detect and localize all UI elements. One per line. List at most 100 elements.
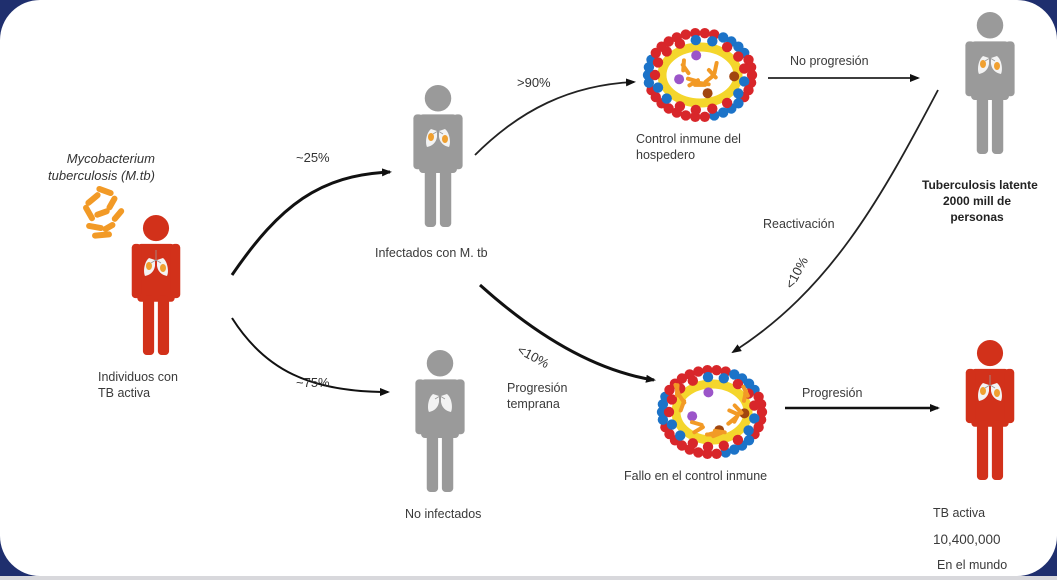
not-infected-label: No infectados: [405, 507, 482, 521]
immune-cell: [749, 413, 760, 424]
immune-cell: [666, 419, 678, 430]
immune-cell-accent: [687, 411, 698, 422]
immune-cell: [674, 38, 686, 49]
immune-cell: [729, 444, 740, 455]
latent-label: Tuberculosis latente 2000 mill de person…: [922, 177, 1038, 225]
immune-cell: [729, 369, 740, 380]
granuloma-control-icon: [642, 28, 758, 123]
immune-cell: [663, 36, 674, 47]
bacterium: [741, 384, 750, 398]
immune-cell: [674, 101, 686, 112]
immune-cell: [661, 93, 672, 104]
immune-cell: [739, 63, 750, 74]
arrow-to-not-infected: [231, 317, 390, 396]
arrow-early-progression: [478, 283, 656, 383]
bacterium: [703, 73, 716, 84]
immune-cell: [756, 406, 768, 418]
immune-cell: [666, 394, 678, 405]
early-progression-line2: temprana: [507, 397, 560, 411]
latent-label-line3: personas: [950, 210, 1004, 224]
immune-cell: [732, 434, 744, 446]
immune-cell: [743, 425, 754, 436]
immune-cell: [711, 448, 722, 459]
immune-cell: [675, 430, 686, 441]
source-label-line2: TB activa: [98, 386, 151, 400]
immune-cell: [739, 76, 750, 87]
bacterium: [696, 80, 711, 87]
bottom-strip: [0, 576, 1057, 580]
immune-cell: [733, 51, 744, 62]
bacteria-icon: [83, 185, 125, 239]
immune-cell: [718, 32, 729, 43]
bacterium: [673, 382, 681, 397]
immune-cell-accent: [691, 50, 702, 61]
immune-cell: [687, 438, 698, 449]
bacterium: [711, 430, 725, 439]
bacterium: [689, 420, 704, 427]
active-scope: En el mundo: [937, 558, 1008, 572]
bacterium: [680, 62, 691, 76]
immune-cell: [746, 69, 758, 81]
immune-cell-accent: [729, 71, 740, 82]
early-progression-label: Progresión temprana: [507, 380, 567, 412]
active-label: TB activa: [933, 506, 986, 520]
immune-cell: [690, 34, 701, 46]
immune-cell: [707, 36, 718, 47]
immune-cell: [680, 29, 691, 40]
reactivation-label: Reactivación: [763, 217, 835, 231]
immune-cell: [652, 82, 664, 93]
immune-cell: [649, 69, 661, 81]
immune-cell: [680, 110, 691, 121]
no-progression-label: No progresión: [790, 54, 869, 68]
active-count: 10,400,000: [933, 532, 1001, 547]
immune-cell: [693, 366, 704, 377]
immune-cell: [718, 440, 729, 451]
person-infected-icon: [413, 85, 463, 227]
bacterium: [707, 429, 721, 437]
early-progression-line1: Progresión: [507, 381, 568, 395]
immune-cell: [676, 373, 688, 384]
person-active-world-icon: [965, 340, 1015, 480]
bacteria-label-line2: tuberculosis (M.tb): [48, 168, 155, 183]
immune-cell: [699, 28, 710, 39]
person-active-source-icon: [131, 215, 181, 355]
bacteria-label-line1: Mycobacterium: [66, 151, 155, 166]
immune-cell-accent: [703, 387, 714, 398]
control-label: Control inmune del hospedero: [636, 131, 741, 163]
immune-cell: [721, 41, 733, 53]
bacterium: [692, 425, 705, 435]
immune-cell: [687, 375, 698, 386]
edge-label-90: >90%: [517, 75, 551, 90]
immune-cell: [749, 400, 760, 411]
immune-cell: [733, 88, 744, 99]
immune-cell: [657, 414, 669, 425]
immune-cell: [718, 373, 729, 384]
immune-cell: [699, 111, 710, 123]
immune-cell-accent: [702, 88, 713, 99]
immune-cell: [663, 406, 675, 418]
immune-cell: [707, 103, 718, 114]
arrow-to-control: [474, 78, 636, 156]
infected-label: Infectados con M. tb: [375, 246, 488, 260]
person-latent-icon: [965, 12, 1015, 154]
arrow-reactivation: [731, 89, 939, 354]
immune-cell: [702, 371, 714, 383]
edge-label-25: ~25%: [296, 150, 330, 165]
immune-cell: [693, 447, 704, 458]
immune-cell: [643, 77, 655, 88]
bacteria-label: Mycobacterium tuberculosis (M.tb): [48, 150, 155, 184]
immune-cell: [721, 97, 733, 109]
source-label: Individuos con TB activa: [98, 369, 178, 401]
edge-label-75: ~75%: [296, 375, 330, 390]
immune-cell: [732, 378, 744, 390]
immune-cell: [690, 104, 701, 116]
immune-cell: [711, 365, 722, 376]
arrow-to-infected: [230, 168, 392, 276]
failure-label: Fallo en el control inmune: [624, 469, 768, 483]
immune-cell: [718, 107, 729, 118]
granuloma-failure-icon: [656, 365, 768, 459]
source-label-line1: Individuos con: [98, 370, 178, 384]
latent-label-line2: 2000 mill de: [942, 194, 1012, 208]
bacterium: [678, 399, 687, 413]
